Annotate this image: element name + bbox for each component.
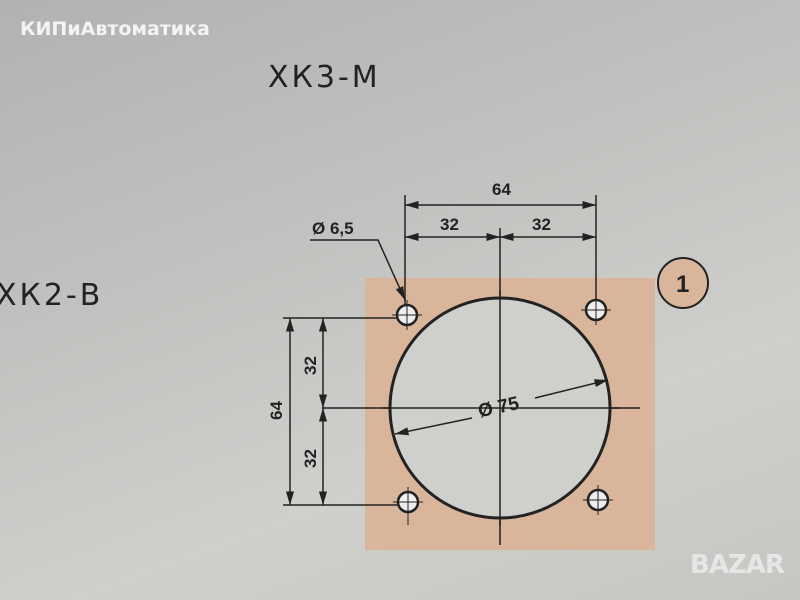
dim-top-left: 32 — [440, 215, 459, 234]
dim-top-right: 32 — [532, 215, 551, 234]
dim-left-total: 64 — [267, 401, 286, 420]
dim-hole-diameter: Ø 6,5 — [312, 219, 354, 238]
bore-leader-right — [534, 379, 609, 399]
model-title-xk3m: ХК3-М — [268, 60, 381, 95]
model-title-xk2b: ХК2-В — [0, 278, 104, 313]
callout-circle — [657, 257, 709, 309]
dim-top-total: 64 — [492, 180, 511, 199]
hole-leader — [310, 239, 406, 301]
dim-left-lower: 32 — [301, 449, 320, 468]
dim-left-upper: 32 — [301, 356, 320, 375]
bore-leader-left — [394, 417, 473, 436]
watermark: КИПиАвтоматика — [20, 18, 210, 40]
bazar-logo: BAZAR — [690, 550, 785, 580]
callout-number: 1 — [676, 271, 689, 298]
